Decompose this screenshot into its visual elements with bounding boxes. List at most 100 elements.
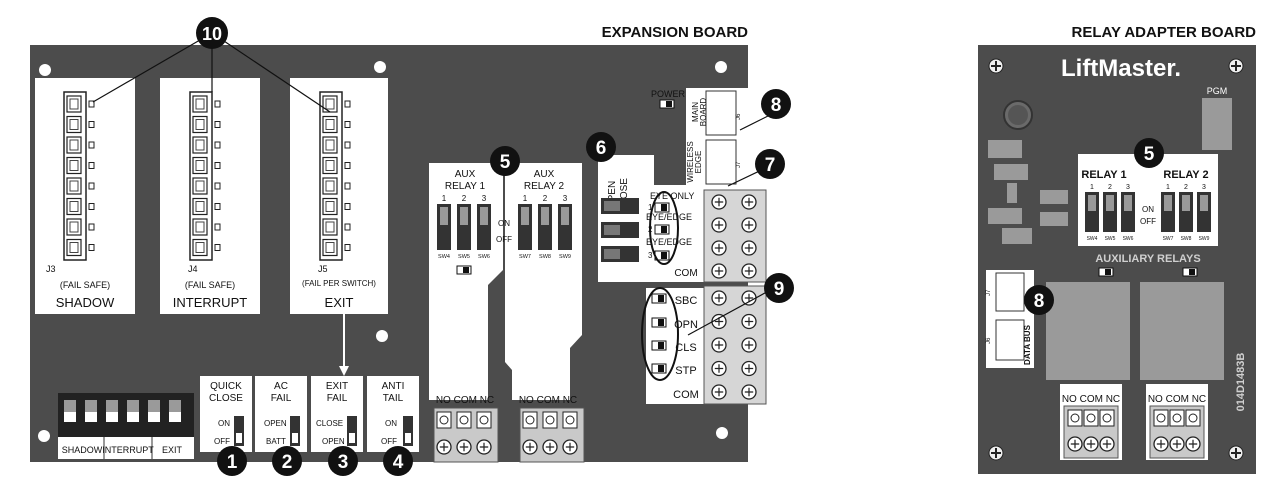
aux-relay-2-component [1140,282,1224,380]
rb1-num-1: 1 [1090,184,1094,191]
aux-relay-2-label: RELAY 2 [524,181,565,192]
rb-nocomnc-2: NO COM NC [1148,394,1206,405]
wireless-edge-label-2: EDGE [694,151,703,174]
j4-label: J4 [188,264,198,274]
j7-label: J7 [736,161,742,168]
callout-5-relay-board: 5 [1134,138,1164,168]
data-bus-j6 [995,319,1025,361]
mounting-holes [38,61,728,442]
quick-close-label-2: CLOSE [209,393,243,404]
relay-board-screws [988,58,1244,461]
ac-fail-label-1: AC [274,381,288,392]
sw8-label: SW8 [539,254,551,260]
callout-4: 4 [383,446,413,476]
callout-9-text: 9 [774,279,785,300]
eye-edge-label-2: EYE/EDGE [646,237,692,247]
rb1-num-2: 2 [1108,184,1112,191]
close-vertical-label: CLOSE [619,178,630,212]
aux2-nocomnc: NO COM NC [519,395,577,406]
part-number-label: 014D1483B [1235,353,1247,412]
j6-label: J6 [736,113,742,120]
j5-mode: (FAIL PER SWITCH) [302,279,376,288]
open-vertical-label: OPEN [607,181,618,209]
power-label: POWER [651,89,686,99]
callout-badges: 10 1 2 3 4 5 6 8 7 9 5 8 [196,17,1164,476]
callout-2: 2 [272,446,302,476]
auxiliary-relays-label: AUXILIARY RELAYS [1095,253,1200,265]
callout-7-text: 7 [765,155,776,176]
sw5-label: SW5 [458,254,470,260]
callout-8-relay-board: 8 [1024,285,1054,315]
anti-tail-off: OFF [381,437,397,446]
relay-board-switch-panel [1078,154,1218,246]
rb-nocomnc-1: NO COM NC [1062,394,1120,405]
aux1-nocomnc: NO COM NC [436,395,494,406]
callout-8: 8 [761,89,791,119]
callout-4-text: 4 [393,452,404,473]
callout-9: 9 [764,273,794,303]
main-board-label-2: BOARD [699,98,708,127]
ac-fail-batt: BATT [266,437,286,446]
pgm-button [1202,98,1232,150]
callout-8b-text: 8 [1034,291,1045,312]
callout-2-text: 2 [282,452,293,473]
callout-1: 1 [217,446,247,476]
sw7-label: SW7 [519,254,531,260]
exit-fail-open: OPEN [322,437,345,446]
quick-close-off: OFF [214,437,230,446]
sw4-label: SW4 [438,254,450,260]
callout-5: 5 [490,146,520,176]
rb-j7-label: J7 [986,289,992,296]
anti-tail-label-2: TAIL [383,393,404,404]
r1-num-3: 3 [482,194,487,203]
rb2-num-3: 3 [1202,184,1206,191]
r2-num-1: 1 [523,194,528,203]
control-input-highlight [641,287,679,381]
r2-num-3: 3 [563,194,568,203]
term-label-shadow: SHADOW [62,445,103,455]
connector-j5 [319,91,343,261]
rb-sw8: SW8 [1181,236,1192,242]
rb-sw6: SW6 [1123,236,1134,242]
exit-fail-label-2: FAIL [327,393,348,404]
relay-board-title: RELAY ADAPTER BOARD [1072,24,1257,41]
cls-label: CLS [675,342,696,354]
sw6-label: SW6 [478,254,490,260]
connector-j4 [189,91,213,261]
callout-8-text: 8 [771,95,782,116]
callout-10: 10 [196,17,228,49]
j3-mode: (FAIL SAFE) [60,280,110,290]
main-board-label-1: MAIN [691,102,700,122]
data-bus-label: DATA BUS [1023,324,1032,365]
eye-num-3: 3 [648,251,653,260]
callout-1-text: 1 [227,452,238,473]
j5-label: J5 [318,264,328,274]
sw9-label: SW9 [559,254,571,260]
callout-5b-text: 5 [1144,144,1155,165]
anti-tail-on: ON [385,419,397,428]
quick-close-label-1: QUICK [210,381,242,392]
callout-3-text: 3 [338,452,349,473]
j6-main-board-connector [705,90,737,136]
exit-fail-label-1: EXIT [326,381,348,392]
relay-board-components [988,140,1068,244]
relay-board-relay2-label: RELAY 2 [1163,169,1208,181]
control-input-leds [651,293,667,374]
ac-fail-label-2: FAIL [271,393,292,404]
exit-fail-close: CLOSE [316,419,343,428]
callout-10-text: 10 [202,24,222,44]
j4-mode: (FAIL SAFE) [185,280,235,290]
terminal-connectors [63,91,351,261]
eye-only-label: EYE ONLY [650,191,694,201]
liftmaster-logo: LiftMaster. [1061,55,1181,82]
pgm-label: PGM [1207,86,1228,96]
control-com-label: COM [673,389,699,401]
interrupt-label: INTERRUPT [173,295,247,310]
stp-label: STP [675,365,696,377]
r1-num-2: 2 [462,194,467,203]
rb2-num-1: 1 [1166,184,1170,191]
r2-num-2: 2 [543,194,548,203]
quick-close-on: ON [218,419,230,428]
opn-label: OPN [674,319,698,331]
